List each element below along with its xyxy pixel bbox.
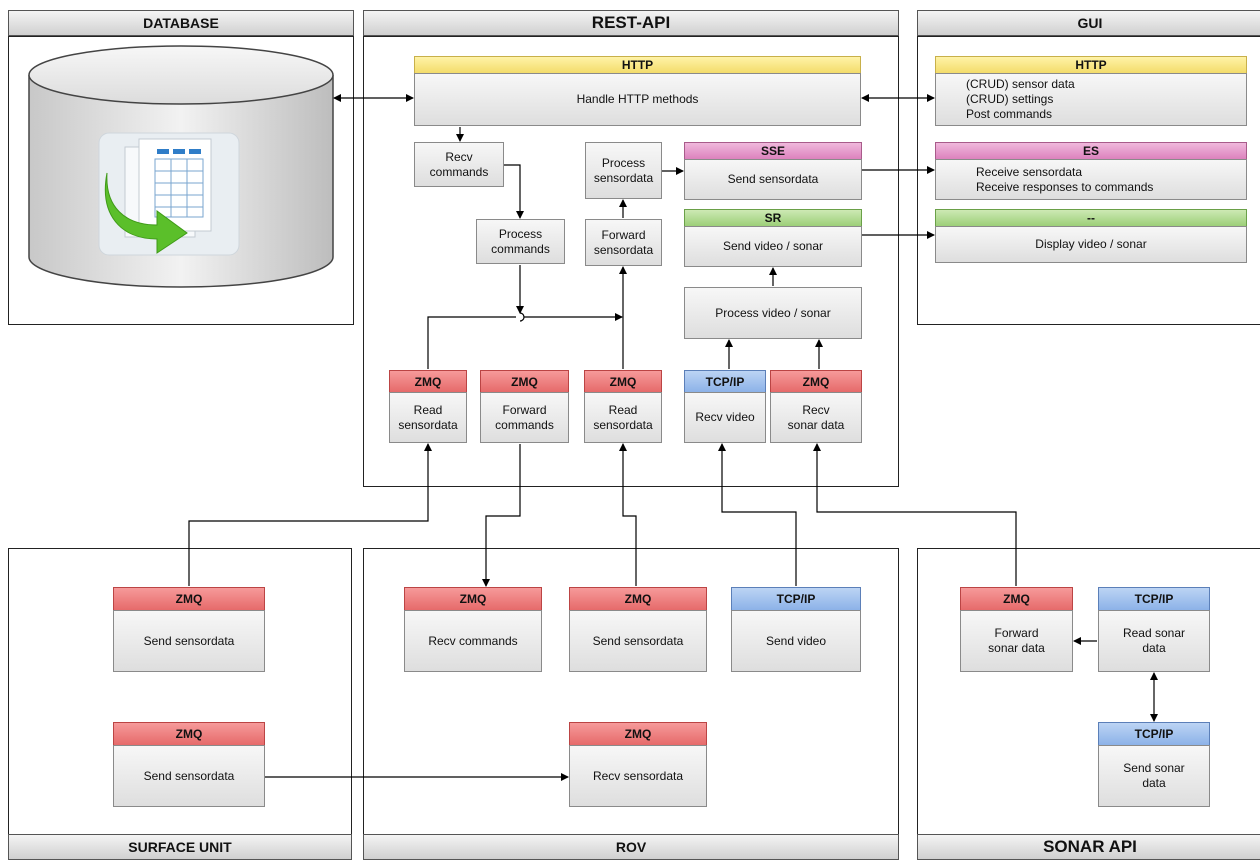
recv-commands-box: Recv commands [414, 142, 504, 187]
rov-recv-commands-header: ZMQ [404, 587, 542, 611]
rest-api-title: REST-API [363, 10, 899, 36]
process-video-sonar-box: Process video / sonar [684, 287, 862, 339]
rest-read-sensordata-2-box: Read sensordata [584, 392, 662, 443]
gui-http-header: HTTP [935, 56, 1247, 74]
sonar-api-title: SONAR API [917, 834, 1260, 860]
rov-send-video-header: TCP/IP [731, 587, 861, 611]
gui-es-header: ES [935, 142, 1247, 160]
process-commands-box: Process commands [476, 219, 565, 264]
rest-recv-sonar-header: ZMQ [770, 370, 862, 393]
rest-read-sensordata-1-box: Read sensordata [389, 392, 467, 443]
forward-sensordata-box: Forward sensordata [585, 219, 662, 266]
sonar-read-box: Read sonar data [1098, 610, 1210, 672]
sonar-forward-header: ZMQ [960, 587, 1073, 611]
sr-send-video-box: Send video / sonar [684, 226, 862, 267]
gui-http-box: (CRUD) sensor data (CRUD) settings Post … [935, 73, 1247, 126]
surface-send-sensordata-2-header: ZMQ [113, 722, 265, 746]
sonar-send-header: TCP/IP [1098, 722, 1210, 746]
rest-read-sensordata-1-header: ZMQ [389, 370, 467, 393]
spreadsheet-export-icon [98, 132, 240, 256]
sse-header: SSE [684, 142, 862, 160]
surface-unit-title: SURFACE UNIT [8, 834, 352, 860]
rov-recv-commands-box: Recv commands [404, 610, 542, 672]
rest-recv-video-box: Recv video [684, 392, 766, 443]
gui-display-video-box: Display video / sonar [935, 226, 1247, 263]
rest-forward-commands-box: Forward commands [480, 392, 569, 443]
rest-recv-video-header: TCP/IP [684, 370, 766, 393]
rov-recv-sensordata-header: ZMQ [569, 722, 707, 746]
rov-send-sensordata-box: Send sensordata [569, 610, 707, 672]
database-title: DATABASE [8, 10, 354, 36]
sonar-send-box: Send sonar data [1098, 745, 1210, 807]
surface-send-sensordata-1-header: ZMQ [113, 587, 265, 611]
rov-send-video-box: Send video [731, 610, 861, 672]
rest-recv-sonar-box: Recv sonar data [770, 392, 862, 443]
gui-es-box: Receive sensordata Receive responses to … [935, 159, 1247, 200]
surface-send-sensordata-1-box: Send sensordata [113, 610, 265, 672]
sse-send-sensordata-box: Send sensordata [684, 159, 862, 200]
sr-header: SR [684, 209, 862, 227]
surface-send-sensordata-2-box: Send sensordata [113, 745, 265, 807]
gui-display-header: -- [935, 209, 1247, 227]
sonar-read-header: TCP/IP [1098, 587, 1210, 611]
rest-forward-commands-header: ZMQ [480, 370, 569, 393]
handle-http-methods-box: Handle HTTP methods [414, 73, 861, 126]
process-sensordata-box: Process sensordata [585, 142, 662, 199]
rest-http-header: HTTP [414, 56, 861, 74]
sonar-forward-box: Forward sonar data [960, 610, 1073, 672]
rov-title: ROV [363, 834, 899, 860]
rest-read-sensordata-2-header: ZMQ [584, 370, 662, 393]
gui-title: GUI [917, 10, 1260, 36]
rov-recv-sensordata-box: Recv sensordata [569, 745, 707, 807]
rov-send-sensordata-header: ZMQ [569, 587, 707, 611]
